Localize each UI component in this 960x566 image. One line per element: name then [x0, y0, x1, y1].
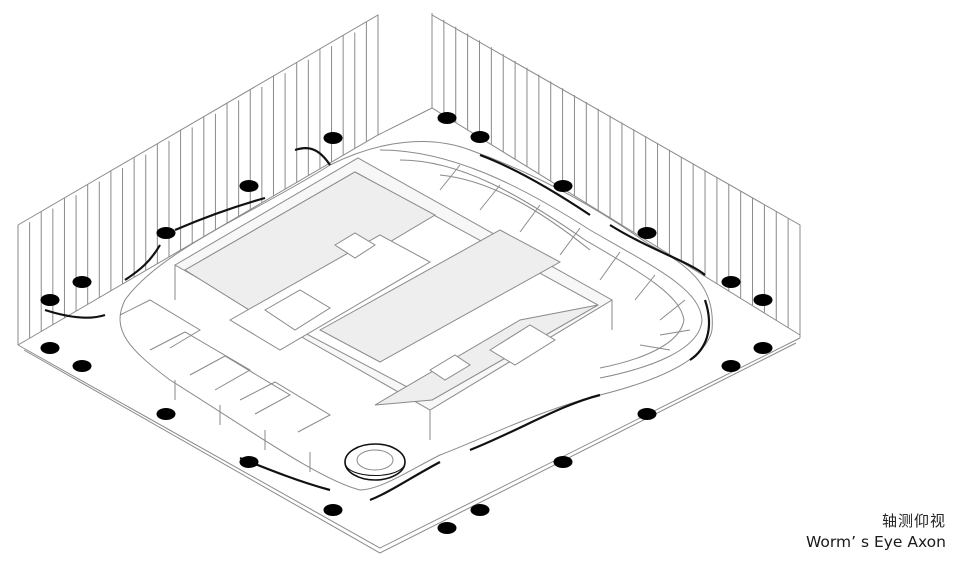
- column: [470, 504, 490, 516]
- column: [753, 342, 773, 354]
- column: [72, 276, 92, 288]
- column: [553, 456, 573, 468]
- glazed-atrium-band: [379, 149, 703, 379]
- inner-roof-block: [173, 157, 613, 440]
- column: [753, 294, 773, 306]
- spiral-stair: [344, 443, 406, 481]
- column: [72, 360, 92, 372]
- slab-edge-heavy: [44, 147, 710, 502]
- column: [553, 180, 573, 192]
- column: [156, 408, 176, 420]
- column: [721, 360, 741, 372]
- caption-chinese: 轴测仰视: [881, 512, 946, 530]
- column: [437, 522, 457, 534]
- column: [40, 342, 60, 354]
- column: [637, 227, 657, 239]
- facade-top-edge: [17, 14, 379, 226]
- ground-floor-rooms: [119, 299, 332, 472]
- structural-columns: [40, 112, 773, 534]
- column: [323, 132, 343, 144]
- column: [239, 180, 259, 192]
- left-facade-fins: [17, 14, 379, 345]
- right-facade-fins: [431, 13, 801, 335]
- caption-english: Worm’ s Eye Axon: [806, 533, 946, 551]
- column: [239, 456, 259, 468]
- column: [323, 504, 343, 516]
- column: [721, 276, 741, 288]
- drawing-caption: 轴测仰视 Worm’ s Eye Axon: [806, 511, 946, 553]
- column: [156, 227, 176, 239]
- column: [637, 408, 657, 420]
- column: [40, 294, 60, 306]
- column: [437, 112, 457, 124]
- column: [470, 131, 490, 143]
